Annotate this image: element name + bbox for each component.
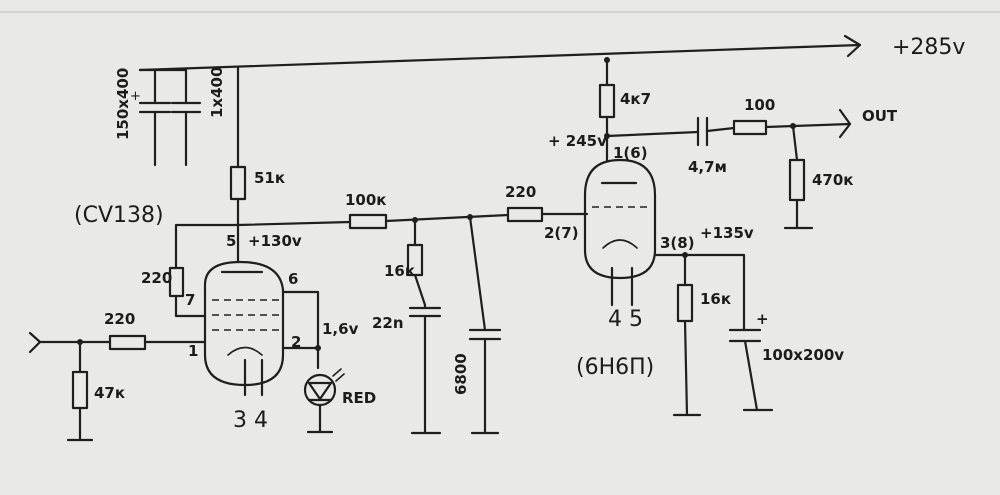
ground-cathode-cap [742, 339, 774, 412]
resistor-470k [788, 158, 806, 202]
wire-cathode-1 [281, 346, 320, 370]
wire-pin6 [281, 290, 320, 350]
ground-22n [410, 314, 442, 435]
ground-16k-2 [672, 319, 702, 417]
tube-2 [583, 158, 657, 307]
resistor-47k [71, 370, 89, 410]
r-series-1-label: 100к [345, 191, 387, 209]
pin-6: 6 [288, 270, 298, 288]
r-out-series-label: 100 [744, 96, 775, 114]
wire-to-100k [236, 220, 352, 227]
resistor-16k-2 [676, 283, 694, 323]
pin-1: 1 [188, 342, 198, 360]
wire-6800 [468, 215, 487, 332]
pin-2: 2 [291, 333, 301, 351]
resistor-100k [348, 213, 388, 230]
wire-22n [413, 273, 427, 310]
resistor-4k7 [598, 83, 616, 119]
v-anode-2: + 245v [548, 132, 607, 150]
c-filter-2-label: 1x400 [208, 67, 226, 118]
c-coupling-1-label: 22n [372, 314, 404, 332]
supply-terminal [843, 34, 862, 58]
tube-1 [203, 260, 285, 397]
r-grid-2-label: 220 [505, 183, 536, 201]
v-led: 1,6v [322, 320, 359, 338]
input-terminal [28, 331, 42, 354]
capacitor-output [696, 116, 709, 147]
r-anode-1-label: 51к [254, 169, 285, 187]
wire-output [764, 122, 852, 129]
r-input-shunt-label: 47к [94, 384, 125, 402]
capacitor-cathode [728, 328, 762, 343]
capacitor-22n [408, 306, 442, 318]
r-out-shunt-label: 470к [812, 171, 854, 189]
resistor-51k [229, 66, 247, 264]
v-anode-1: +130v [248, 232, 302, 250]
led-label: RED [342, 389, 376, 407]
t2-heater-pins: 4 5 [608, 307, 643, 332]
output-label: OUT [862, 107, 898, 125]
plus-sign-cathode: + [756, 310, 769, 328]
wire-to-100 [705, 126, 736, 133]
resistor-220-grid2 [506, 206, 544, 223]
t2-grid-pin: 2(7) [544, 224, 579, 242]
tube2-name: (6Н6П) [576, 355, 654, 380]
c-cathode-label: 100x200v [762, 346, 844, 364]
ground-47k [66, 406, 94, 442]
wire-pin7 [174, 294, 207, 318]
ground-470k [783, 198, 814, 230]
wire-to-220 [384, 213, 510, 223]
t1-heater-pins: 3 4 [233, 408, 268, 433]
pin-5: 5 [226, 232, 236, 250]
tube1-name: (CV138) [74, 203, 164, 228]
wire-470k [791, 124, 799, 162]
filter-capacitor-2 [153, 68, 202, 167]
filter-capacitor-1: + [130, 68, 172, 167]
pin-7: 7 [185, 291, 195, 309]
t2-anode-pin: 1(6) [613, 144, 648, 162]
svg-text:+: + [130, 89, 141, 104]
resistor-100 [732, 119, 768, 136]
r-shunt-1-label: 16к [384, 262, 415, 280]
ground-6800 [470, 337, 500, 435]
resistor-input-220 [108, 334, 147, 351]
r-input-label: 220 [104, 310, 135, 328]
output-terminal [838, 108, 852, 139]
c-filter-1-label: 150x400 [114, 68, 132, 140]
c-output-label: 4,7м [688, 158, 727, 176]
r-anode-2-label: 4к7 [620, 90, 651, 108]
wire-to-cout [605, 130, 700, 138]
capacitor-6800 [468, 328, 502, 341]
v-cathode-2: +135v [700, 224, 754, 242]
c-coupling-2-label: 6800 [452, 353, 470, 395]
wire-anode-1 [174, 223, 240, 270]
supply-rail [138, 43, 862, 72]
t2-cathode-pin: 3(8) [660, 234, 695, 252]
supply-voltage: +285v [892, 35, 965, 60]
r-g2-label: 220 [141, 269, 172, 287]
led-symbol [303, 368, 345, 434]
r-cathode-2-label: 16к [700, 290, 731, 308]
